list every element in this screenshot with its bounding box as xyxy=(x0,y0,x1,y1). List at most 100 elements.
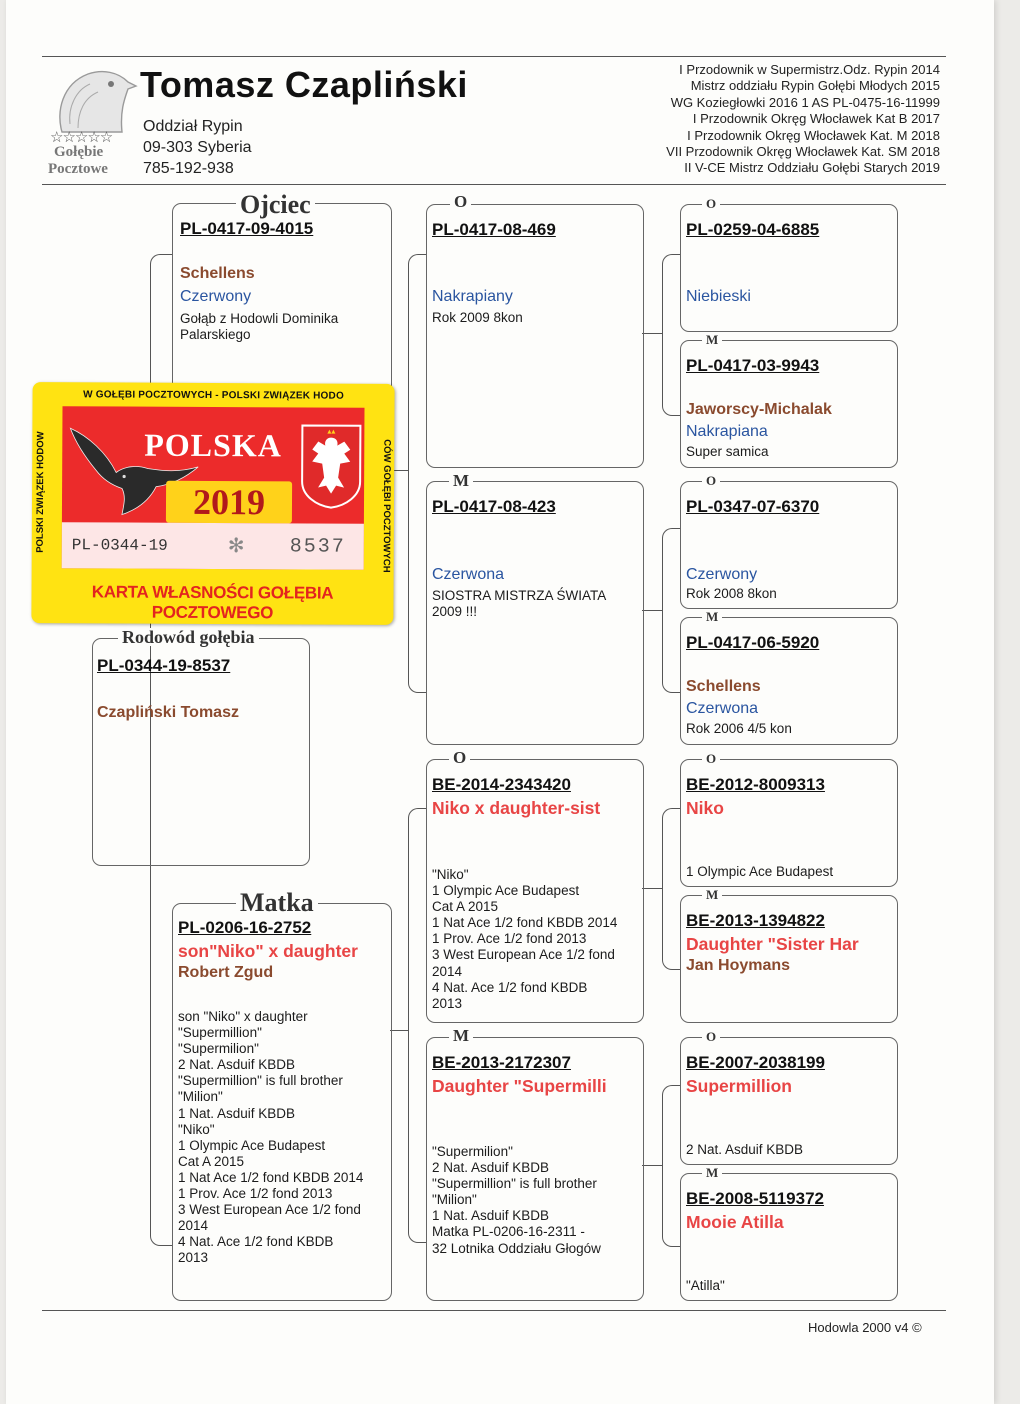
achievement: I Przodownik Okręg Włocławek Kat B 2017 xyxy=(692,111,940,127)
mm-connector xyxy=(642,1165,662,1167)
card-country: POLSKA xyxy=(144,426,282,464)
mmm-box xyxy=(680,1173,898,1301)
achievement: VII Przodownik Okręg Włocławek Kat. SM 2… xyxy=(666,144,940,159)
ff-label: O xyxy=(450,193,472,210)
fff-box xyxy=(680,204,898,332)
mf-line1: Niko x daughter-sist xyxy=(432,798,601,818)
ffm-box xyxy=(680,340,898,468)
mmf-line1: Supermillion xyxy=(686,1076,792,1096)
fmf-box xyxy=(680,481,898,609)
fm-box xyxy=(426,481,644,745)
achievement: I Przodownik w Supermistrz.Odz. Rypin 20… xyxy=(679,62,940,77)
card-ring-number: 8537 xyxy=(289,535,346,559)
software-credit: Hodowla 2000 v4 © xyxy=(808,1320,922,1335)
fmf-notes: Rok 2008 8kon xyxy=(686,586,777,601)
fmf-ring: PL-0347-07-6370 xyxy=(686,497,820,516)
fff-color: Niebieski xyxy=(686,288,751,305)
address-line: 09-303 Syberia xyxy=(143,139,252,156)
breeder-address: Oddział Rypin 09-303 Syberia 785-192-938 xyxy=(143,116,252,179)
fmm-box xyxy=(680,617,898,745)
mother-connector xyxy=(390,1030,408,1032)
mm-box xyxy=(426,1037,644,1301)
header-bottom-rule xyxy=(42,184,946,185)
father-color: Czerwony xyxy=(180,288,252,305)
address-line: Oddział Rypin xyxy=(143,118,243,135)
mother-bracket xyxy=(408,808,427,1243)
mmm-label: M xyxy=(702,1166,723,1179)
ownership-card: W GOŁĘBI POCZTOWYCH - POLSKI ZWIĄZEK HOD… xyxy=(31,382,395,625)
mfm-box xyxy=(680,895,898,1023)
mmm-notes: "Atilla" xyxy=(686,1278,725,1293)
fmm-label: M xyxy=(702,610,723,623)
logo-stars: ☆☆☆☆☆ xyxy=(50,129,113,146)
mf-notes: "Niko" 1 Olympic Ace Budapest Cat A 2015… xyxy=(432,867,618,1011)
address-line: 785-192-938 xyxy=(143,160,234,177)
mff-ring: BE-2012-8009313 xyxy=(686,775,825,794)
mf-label: O xyxy=(449,749,471,766)
ffm-color: Nakrapiana xyxy=(686,423,768,440)
fmm-notes: Rok 2006 4/5 kon xyxy=(686,721,792,736)
mmf-notes: 2 Nat. Asduif KBDB xyxy=(686,1142,804,1157)
achievements-list: I Przodownik w Supermistrz.Odz. Rypin 20… xyxy=(560,62,940,182)
mfm-ring: BE-2013-1394822 xyxy=(686,911,825,930)
fm-ring: PL-0417-08-423 xyxy=(432,497,556,516)
breeder-name: Tomasz Czapliński xyxy=(140,64,468,105)
ffm-label: M xyxy=(702,333,723,346)
ff-bracket xyxy=(662,254,681,416)
mm-label: M xyxy=(449,1027,474,1044)
subject-ring: PL-0344-19-8537 xyxy=(97,656,231,675)
fmf-label: O xyxy=(702,474,721,487)
mother-title: Matka xyxy=(236,890,318,916)
mff-label: O xyxy=(702,752,721,765)
fmf-color: Czerwony xyxy=(686,566,758,583)
mm-notes: "Supermilion" 2 Nat. Asduif KBDB "Superm… xyxy=(432,1144,601,1256)
card-year: 2019 xyxy=(165,480,293,524)
achievement: I Przodownik Okręg Włocławek Kat. M 2018 xyxy=(687,127,940,143)
father-ring: PL-0417-09-4015 xyxy=(180,219,314,238)
mff-line1: Niko xyxy=(686,798,724,818)
mother-ring: PL-0206-16-2752 xyxy=(178,918,312,937)
ff-ring: PL-0417-08-469 xyxy=(432,220,556,239)
ff-color: Nakrapiany xyxy=(432,288,513,305)
ffm-strain: Jaworscy-Michalak xyxy=(686,401,832,418)
fmm-ring: PL-0417-06-5920 xyxy=(686,633,820,652)
fff-label: O xyxy=(702,197,721,210)
mf-connector xyxy=(642,888,662,890)
mother-notes: son "Niko" x daughter "Supermillion" "Su… xyxy=(178,1009,364,1266)
mm-bracket xyxy=(662,1085,681,1247)
fmm-color: Czerwona xyxy=(686,700,759,717)
father-bracket xyxy=(408,254,427,693)
father-title: Ojciec xyxy=(236,192,315,218)
mm-line1: Daughter "Supermilli xyxy=(432,1076,607,1096)
mff-box xyxy=(680,759,898,887)
fm-label: M xyxy=(449,472,474,489)
pigeon-silhouette-icon xyxy=(69,427,199,516)
ff-box xyxy=(426,204,644,468)
subject-owner: Czapliński Tomasz xyxy=(97,704,239,721)
card-left-text: POLSKI ZWIĄZEK HODOW xyxy=(34,431,47,553)
achievement: WG Koziegłowki 2016 1 AS PL-0475-16-1199… xyxy=(670,94,940,110)
header-top-rule xyxy=(42,56,946,57)
father-notes: Gołąb z Hodowli Dominika Palarskiego xyxy=(180,311,339,343)
fmm-strain: Schellens xyxy=(686,678,761,695)
pedigree-sheet xyxy=(6,0,994,1404)
subject-title: Rodowód gołębia xyxy=(118,628,259,646)
mfm-line1: Daughter "Sister Har xyxy=(686,934,859,954)
mmf-ring: BE-2007-2038199 xyxy=(686,1053,825,1072)
mmf-box xyxy=(680,1037,898,1165)
footer-rule xyxy=(42,1310,946,1311)
fm-color: Czerwona xyxy=(432,566,505,583)
logo-text-1: Gołębie xyxy=(54,144,104,160)
eagle-emblem-icon xyxy=(301,424,362,509)
mmf-label: O xyxy=(702,1030,721,1043)
card-top-text: W GOŁĘBI POCZTOWYCH - POLSKI ZWIĄZEK HOD… xyxy=(83,389,344,402)
mfm-label: M xyxy=(702,888,723,901)
mf-box xyxy=(426,759,644,1023)
mother-line1: son"Niko" x daughter xyxy=(178,941,358,961)
logo-text-2: Pocztowe xyxy=(48,161,108,177)
pigeon-logo: ☆☆☆☆☆ Gołębie Pocztowe xyxy=(48,62,138,180)
achievement: II V-CE Mistrz Oddziału Gołębi Starych 2… xyxy=(684,160,940,176)
pigeon-head-icon xyxy=(59,70,138,133)
achievement: Mistrz oddziału Rypin Gołębi Młodych 201… xyxy=(690,78,940,94)
card-title: KARTA WŁASNOŚCI GOŁĘBIA POCZTOWEGO xyxy=(91,582,334,623)
